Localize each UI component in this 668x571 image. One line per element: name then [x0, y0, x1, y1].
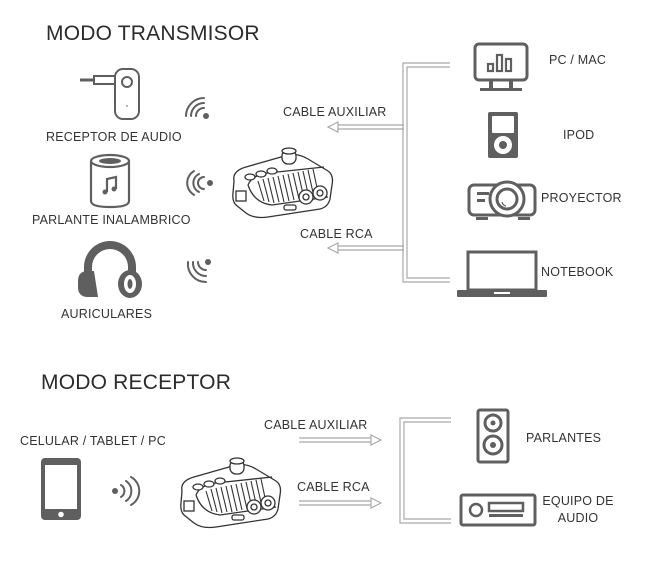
source-label-parlante: PARLANTE INALAMBRICO — [32, 213, 191, 227]
device-label-equipo-line1: EQUIPO DE — [542, 494, 614, 508]
cable-label-auxiliar: CABLE AUXILIAR — [283, 105, 387, 119]
device-label-notebook: NOTEBOOK — [541, 265, 614, 279]
cable-label-rca: CABLE RCA — [300, 227, 373, 241]
receiver-title: MODO RECEPTOR — [41, 371, 232, 394]
audio-equipment-icon — [459, 493, 537, 527]
cable-label-rca: CABLE RCA — [297, 480, 370, 494]
source-label-receptor: RECEPTOR DE AUDIO — [46, 130, 182, 144]
cable-label-auxiliar: CABLE AUXILIAR — [264, 418, 368, 432]
wireless-signal-icon — [186, 170, 213, 196]
headphones-icon — [78, 241, 142, 298]
bluetooth-adapter-device — [180, 457, 282, 529]
bluetooth-receiver-icon — [80, 68, 140, 120]
ipod-icon — [488, 112, 518, 158]
cable-arrow-left — [326, 242, 404, 254]
device-label-ipod: IPOD — [563, 128, 595, 142]
bluetooth-adapter-device — [232, 147, 334, 219]
device-label-pc: PC / MAC — [549, 53, 607, 67]
device-label-parlantes: PARLANTES — [526, 431, 602, 445]
source-label-celular: CELULAR / TABLET / PC — [20, 434, 166, 448]
connection-bracket — [402, 62, 450, 283]
speaker-box-icon — [476, 408, 510, 464]
connection-bracket — [399, 417, 451, 524]
wireless-speaker-icon — [89, 153, 131, 209]
cable-arrow-left — [326, 121, 404, 133]
smartphone-icon — [41, 458, 81, 520]
transmitter-title: MODO TRANSMISOR — [46, 22, 260, 45]
device-label-proyector: PROYECTOR — [541, 191, 622, 205]
wireless-signal-icon — [185, 97, 209, 119]
wireless-signal-icon — [112, 476, 141, 506]
cable-arrow-right — [299, 434, 383, 446]
monitor-icon — [473, 42, 529, 91]
projector-icon — [467, 180, 537, 220]
device-label-equipo-line2: AUDIO — [557, 511, 599, 525]
wireless-signal-icon — [186, 259, 211, 284]
laptop-icon — [457, 250, 547, 297]
cable-arrow-right — [299, 497, 383, 509]
device-label-equipo: EQUIPO DE AUDIO — [540, 494, 616, 525]
source-label-auriculares: AURICULARES — [61, 307, 153, 321]
